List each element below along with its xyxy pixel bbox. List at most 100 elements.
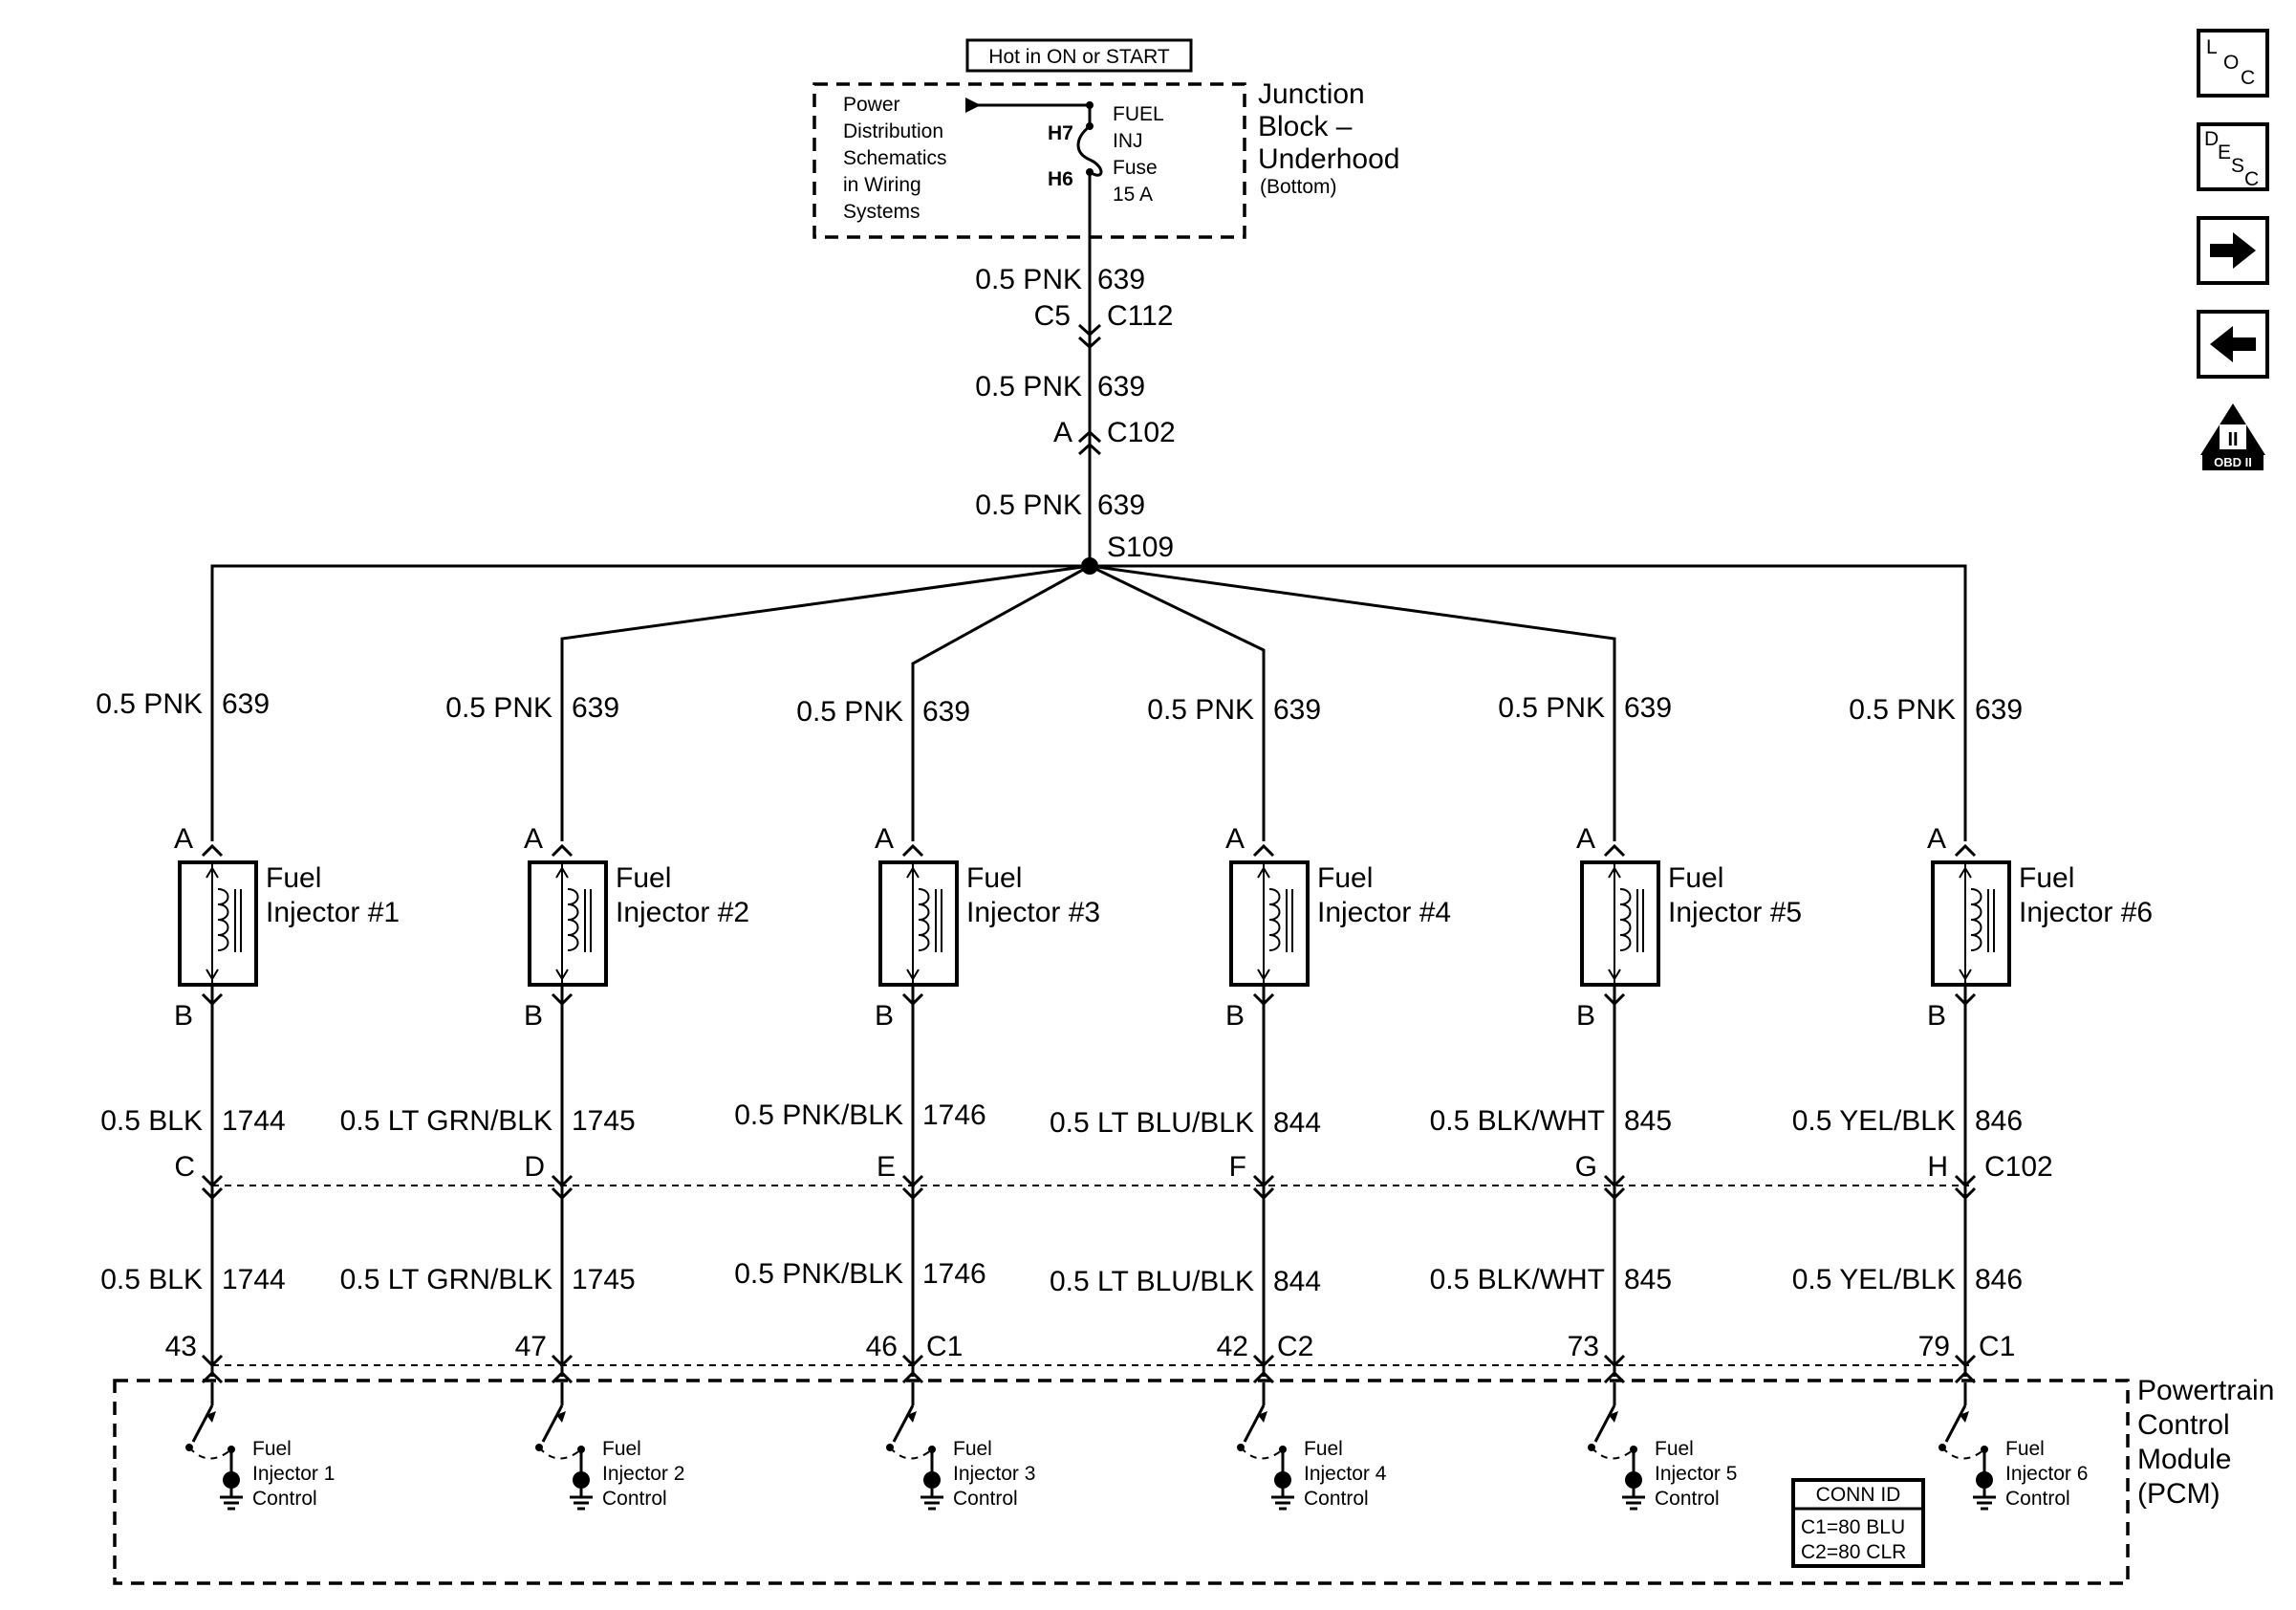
injector-name: Injector #1	[266, 897, 400, 928]
svg-text:Power: Power	[843, 94, 900, 116]
injector-box[interactable]	[1229, 860, 1310, 987]
feed-circuit-number: 639	[222, 688, 270, 720]
injector-name: Injector #6	[2019, 897, 2153, 928]
junction-block-outline	[812, 82, 1246, 239]
feed-circuit-number: 639	[1624, 692, 1672, 724]
control-label-line: Control	[1304, 1488, 1369, 1510]
feed-wire-label: 0.5 PNK	[445, 692, 552, 724]
control-wire-label: 0.5 YEL/BLK	[1792, 1105, 1956, 1137]
svg-text:Fuse: Fuse	[1113, 157, 1158, 179]
injector-box[interactable]	[1931, 860, 2011, 987]
feed-wire	[210, 564, 1090, 841]
injector-title: Fuel	[966, 862, 1022, 894]
pin-b-connector-icon	[1954, 992, 1977, 1007]
control-label-line: Control	[2005, 1488, 2070, 1510]
pin-a-connector-icon	[551, 843, 574, 858]
main-wire-label-2: 0.5 PNK	[975, 371, 1082, 402]
svg-text:C: C	[2241, 67, 2255, 89]
arrow-left-icon	[2210, 326, 2256, 362]
control-label-line: Injector 5	[1655, 1463, 1737, 1485]
control-wire-label-lower: 0.5 LT BLU/BLK	[1050, 1266, 1254, 1297]
injector-title: Fuel	[1668, 862, 1723, 894]
feed-wire-label: 0.5 PNK	[1498, 692, 1605, 724]
control-label-line: Injector 4	[1304, 1463, 1387, 1485]
control-wire-label: 0.5 LT BLU/BLK	[1050, 1107, 1254, 1139]
injector-box[interactable]	[178, 860, 258, 987]
pcm-pin-connector-icon	[1252, 1354, 1275, 1368]
pcm-pin-number: 46	[866, 1331, 898, 1362]
c102-label: C102	[1107, 417, 1176, 448]
svg-text:Junction: Junction	[1258, 78, 1365, 110]
control-wire-label-lower: 0.5 BLK	[100, 1264, 203, 1295]
pcm-connector-label: C1	[1979, 1331, 2015, 1362]
injector-box[interactable]	[878, 860, 959, 987]
pcm-pin-number: 42	[1217, 1331, 1248, 1362]
pin-a-connector-icon	[1252, 843, 1275, 858]
control-label-line: Injector 1	[252, 1463, 335, 1485]
svg-text:E: E	[2218, 141, 2231, 163]
driver-switch-icon	[892, 1404, 915, 1443]
pcm-label: Powertrain Control Module (PCM)	[2137, 1375, 2274, 1510]
control-circuit-number-lower: 845	[1624, 1264, 1672, 1295]
power-distribution-note[interactable]: Power Distribution Schematics in Wiring …	[843, 94, 947, 223]
pin-b-label: B	[1927, 1000, 1946, 1032]
svg-text:II: II	[2227, 429, 2238, 450]
power-condition-box	[965, 38, 1193, 73]
control-label-line: Injector 6	[2005, 1463, 2088, 1485]
obd-ii-button[interactable]: II OBD II	[2200, 403, 2265, 470]
control-wire-label-lower: 0.5 BLK/WHT	[1430, 1264, 1605, 1295]
c102-pin-letter: H	[1927, 1151, 1948, 1183]
pin-b-label: B	[174, 1000, 193, 1032]
pin-b-connector-icon	[1252, 992, 1275, 1007]
coil-icon	[1268, 888, 1281, 951]
control-wire-label: 0.5 PNK/BLK	[734, 1099, 903, 1131]
description-button[interactable]: D E S C	[2197, 122, 2269, 191]
arrow-right-icon	[2210, 232, 2256, 269]
injector-name: Injector #2	[616, 897, 749, 928]
pcm-pin-number: 47	[515, 1331, 547, 1362]
pin-b-connector-icon	[1603, 992, 1626, 1007]
injector-box[interactable]	[1580, 860, 1660, 987]
c102-pin-letter: G	[1575, 1151, 1597, 1183]
feed-wire	[1089, 564, 1616, 841]
control-circuit-number: 1746	[922, 1099, 986, 1131]
conn-id-box: CONN ID C1=80 BLU C2=80 CLR	[1791, 1478, 1925, 1568]
location-button[interactable]: L O C	[2197, 29, 2269, 98]
injector-box[interactable]	[528, 860, 608, 987]
c102-pin-letter: F	[1229, 1151, 1246, 1183]
control-label-line: Control	[252, 1488, 317, 1510]
pin-a-connector-icon	[1603, 843, 1626, 858]
pin-b-label: B	[875, 1000, 894, 1032]
coil-icon	[1619, 888, 1632, 951]
pcm-connector-label: C2	[1277, 1331, 1313, 1362]
control-label-line: Fuel	[1304, 1438, 1343, 1460]
feed-wire-label: 0.5 PNK	[1147, 694, 1254, 726]
c112-label: C112	[1107, 300, 1174, 332]
control-label-line: Fuel	[602, 1438, 641, 1460]
pin-a-label: A	[875, 823, 894, 855]
pcm-pin-number: 43	[165, 1331, 197, 1362]
next-page-button[interactable]	[2197, 216, 2269, 285]
pin-a-connector-icon	[901, 843, 924, 858]
control-wire-label-lower: 0.5 PNK/BLK	[734, 1258, 903, 1290]
pin-a-label: A	[524, 823, 543, 855]
svg-text:Block –: Block –	[1258, 111, 1353, 142]
pin-b-label: B	[1225, 1000, 1245, 1032]
c102-pin-letter: C	[174, 1151, 195, 1183]
pcm-pin-number: 73	[1568, 1331, 1599, 1362]
feed-circuit-number: 639	[1975, 694, 2023, 726]
pin-a-label: A	[174, 823, 193, 855]
feed-wire-label: 0.5 PNK	[1849, 694, 1956, 726]
control-circuit-number: 846	[1975, 1105, 2023, 1137]
control-label-line: Control	[1655, 1488, 1720, 1510]
previous-page-button[interactable]	[2197, 310, 2269, 379]
fuse-pin-h6: H6	[1048, 168, 1073, 190]
pcm-pin-connector-icon	[1603, 1354, 1626, 1368]
feed-circuit-number: 639	[572, 692, 619, 724]
control-label-line: Fuel	[252, 1438, 292, 1460]
